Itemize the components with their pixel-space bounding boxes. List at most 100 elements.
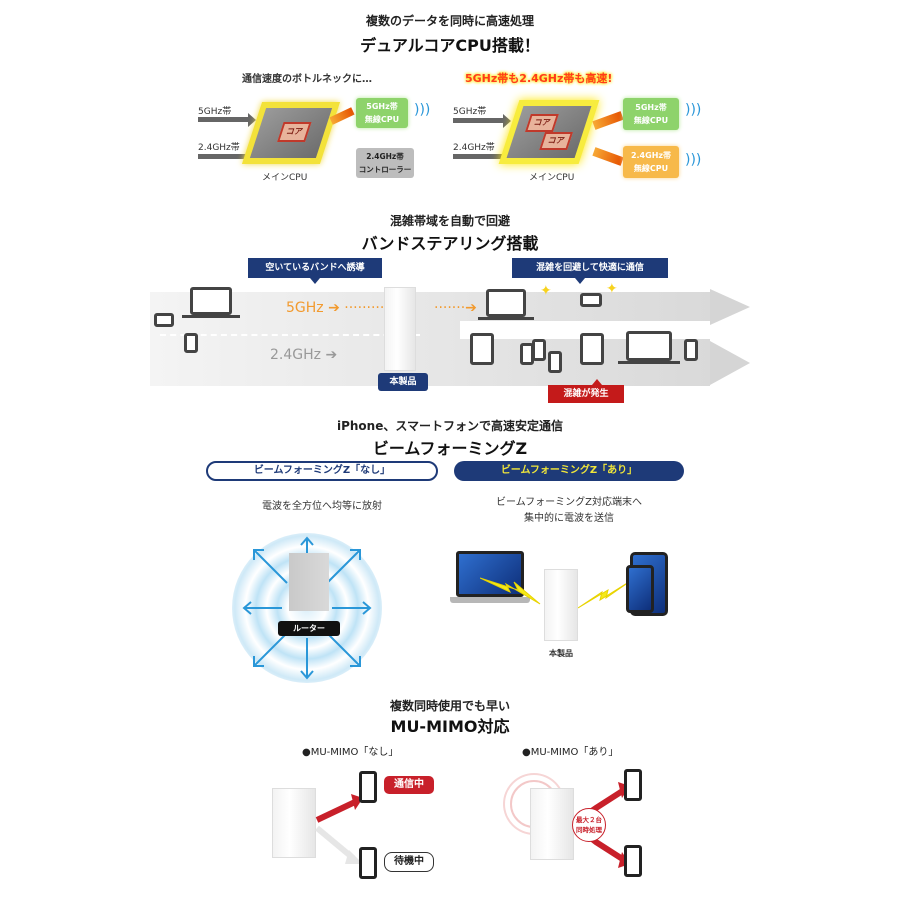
cpu-chip: コア: [241, 102, 341, 164]
desc-line: ビームフォーミングZ対応端末へ: [496, 497, 642, 508]
smartphone-small-image: [626, 565, 654, 613]
band-5ghz-label: 5GHz ➔ ·········: [286, 300, 385, 316]
input-24ghz-arrow: [198, 154, 250, 159]
band-24ghz-text: 2.4GHz: [270, 347, 321, 363]
wifi-signal-icon: ))): [685, 102, 702, 118]
input-5ghz-label: 5GHz帯: [453, 107, 487, 117]
status-active-badge: 通信中: [384, 776, 434, 794]
product-label: 本製品: [378, 373, 428, 391]
wireless-cpu-5ghz-box: 5GHz帯 無線CPU: [623, 98, 679, 130]
cpu-diagram-before: 通信速度のボトルネックに… 5GHz帯 2.4GHz帯 コア メインCPU 5G…: [190, 60, 450, 200]
box-line: 5GHz帯: [635, 103, 667, 112]
phone-icon: [184, 333, 198, 353]
tablet-loading-icon: [580, 333, 604, 365]
router-silhouette: [289, 553, 329, 611]
phone-icon: [684, 339, 698, 361]
input-24ghz-label: 2.4GHz帯: [453, 143, 495, 153]
laptop-base: [478, 317, 534, 320]
laptop-base: [182, 315, 240, 318]
core-block-2: コア: [539, 132, 573, 150]
congestion-label: 混雑が発生: [548, 385, 624, 403]
arrow-head-icon: [248, 113, 256, 127]
smartphone-icon: [359, 771, 377, 803]
main-cpu-label: メインCPU: [262, 173, 308, 183]
status-waiting-badge: 待機中: [384, 852, 434, 872]
sparkle-icon: ✦: [540, 283, 552, 299]
box-line: コントローラー: [358, 165, 412, 174]
lane-divider: [160, 334, 420, 336]
desc-beamforming-on: ビームフォーミングZ対応端末へ 集中的に電波を送信: [454, 495, 684, 527]
box-line: 無線CPU: [364, 115, 400, 124]
callout-avoid-congestion: 混雑を回避して快適に通信: [512, 258, 668, 278]
beam-section-title: ビームフォーミングZ: [372, 439, 528, 458]
tablet-loading-icon: [470, 333, 494, 365]
callout-guide-to-free-band: 空いているバンドへ誘導: [248, 258, 382, 278]
cpu-diagram-after: 5GHz帯も2.4GHz帯も高速! 5GHz帯 2.4GHz帯 コア コア メイ…: [445, 60, 715, 200]
router-product-image: [272, 788, 316, 858]
pill-beamforming-off: ビームフォーミングZ「なし」: [206, 461, 438, 481]
callout-pointer: [310, 278, 320, 284]
phone-landscape-icon: [154, 313, 174, 327]
smartphone-icon: [624, 769, 642, 801]
laptop-image: [456, 551, 524, 597]
controller-24ghz-box: 2.4GHz帯 コントローラー: [356, 148, 414, 178]
box-line: 2.4GHz帯: [630, 151, 672, 160]
router-product-image: [530, 788, 574, 860]
phone-landscape-icon: [580, 293, 602, 307]
active-arrow: [315, 799, 357, 823]
arrow-head-icon: [710, 289, 750, 325]
beam-section-subtitle: iPhone、スマートフォンで高速安定通信: [336, 419, 564, 433]
core-block-1: コア: [525, 114, 559, 132]
laptop-base: [450, 597, 530, 603]
mumimo-section-title: MU-MIMO対応: [390, 717, 510, 736]
band-5ghz-text: 5GHz: [286, 300, 324, 316]
cpu-section-title: デュアルコアCPU搭載！: [360, 36, 540, 55]
wifi-signal-icon: ))): [414, 102, 431, 118]
band-24ghz-label: 2.4GHz ➔: [270, 347, 338, 363]
waiting-arrow: [315, 825, 355, 861]
input-24ghz-label: 2.4GHz帯: [198, 143, 240, 153]
orange-dotted-arrow: ·······➔: [434, 300, 477, 316]
road-background: [150, 292, 710, 386]
product-label: 本製品: [549, 649, 573, 658]
box-line: 5GHz帯: [366, 102, 398, 111]
cpu-before-caption: 通信速度のボトルネックに…: [242, 74, 372, 85]
phone-icon: [532, 339, 546, 361]
cpu-chip: コア コア: [498, 100, 600, 164]
lightning-beam-left: [480, 577, 541, 605]
smartphone-icon: [624, 845, 642, 877]
pill-beamforming-on: ビームフォーミングZ「あり」: [454, 461, 684, 481]
laptop-loading-icon: [626, 331, 672, 361]
laptop-chart-icon: [190, 287, 232, 315]
main-cpu-label: メインCPU: [529, 173, 575, 183]
mumimo-off-label: ●MU-MIMO「なし」: [302, 747, 399, 758]
band-steering-diagram: 空いているバンドへ誘導 混雑を回避して快適に通信 5GHz ➔ ········…: [140, 255, 760, 405]
callout-pointer: [592, 379, 602, 385]
smartphone-icon: [359, 847, 377, 879]
callout-pointer: [575, 278, 585, 284]
mumimo-on-label: ●MU-MIMO「あり」: [522, 747, 619, 758]
orange-arrow: [592, 147, 624, 166]
box-line: 無線CPU: [633, 116, 669, 125]
badge-line: 最大２台: [576, 816, 602, 824]
band-section-subtitle: 混雑帯域を自動で回避: [389, 214, 510, 228]
router-product-image: [544, 569, 578, 641]
input-5ghz-arrow: [198, 117, 250, 122]
wifi-signal-icon: ))): [685, 152, 702, 168]
box-line: 2.4GHz帯: [366, 152, 404, 161]
mumimo-off-arrows: [315, 794, 363, 864]
box-line: 無線CPU: [633, 164, 669, 173]
arrow-head-icon: [710, 341, 750, 385]
cpu-after-caption: 5GHz帯も2.4GHz帯も高速!: [465, 72, 613, 85]
router-label: ルーター: [278, 621, 340, 636]
cpu-section-subtitle: 複数のデータを同時に高速処理: [365, 14, 534, 28]
desc-line: 集中的に電波を送信: [524, 513, 614, 524]
input-24ghz-arrow: [453, 154, 505, 159]
input-5ghz-label: 5GHz帯: [198, 107, 232, 117]
input-5ghz-arrow: [453, 118, 505, 123]
laptop-chart-icon: [486, 289, 526, 317]
sparkle-icon: ✦: [606, 281, 618, 297]
phone-icon: [548, 351, 562, 373]
wireless-cpu-5ghz-box: 5GHz帯 無線CPU: [356, 98, 408, 128]
badge-line: 同時処理: [576, 826, 602, 834]
